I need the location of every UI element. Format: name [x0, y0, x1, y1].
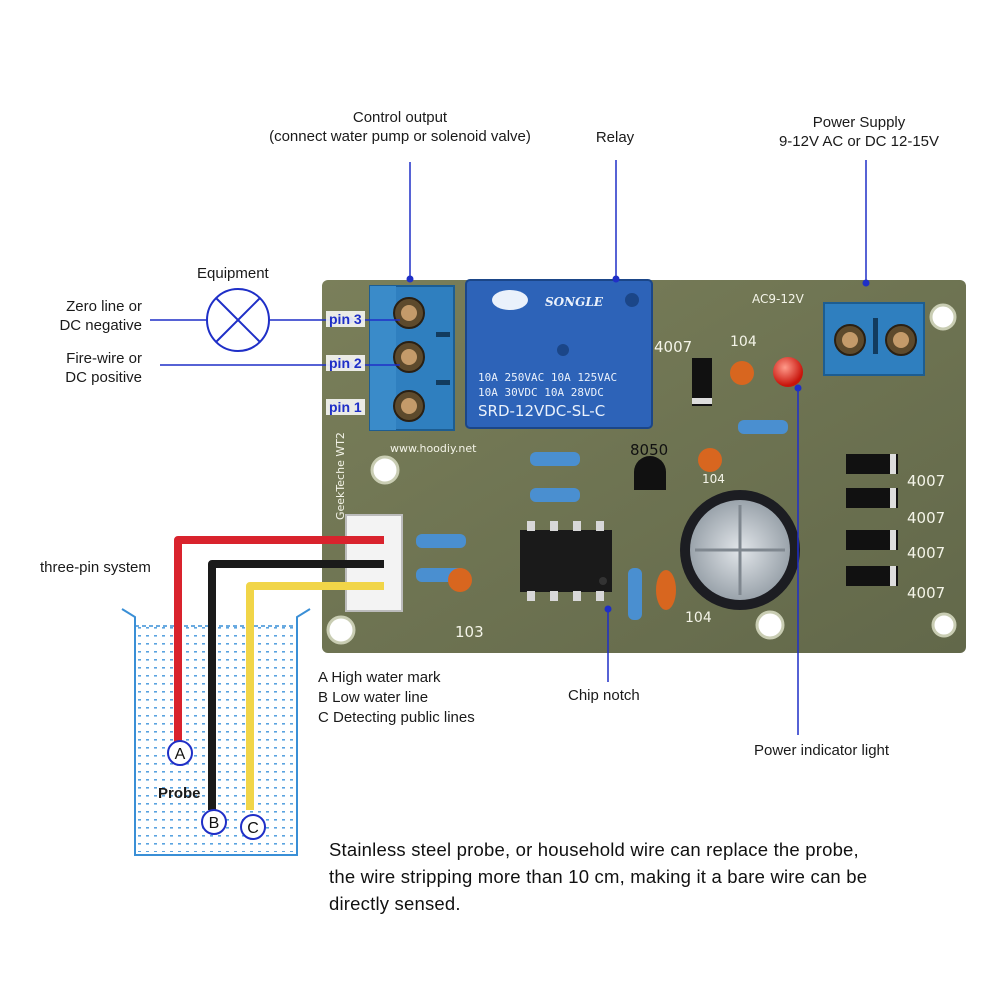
control-output-line2: (connect water pump or solenoid valve) [269, 128, 531, 145]
equipment-label: Equipment [197, 265, 269, 282]
probe-b-marker: B [201, 809, 227, 835]
power-supply-label: Power Supply 9-12V AC or DC 12-15V [750, 113, 968, 151]
diode-label-1: 4007 [907, 472, 945, 490]
cap-104-label-b: 104 [730, 334, 757, 350]
legend-c: C Detecting public lines [318, 709, 475, 726]
zero-line-line2: DC negative [59, 317, 142, 334]
power-terminal-block [823, 302, 925, 376]
power-label: AC9-12V [752, 292, 805, 306]
pin-3-label: pin 3 [326, 311, 365, 327]
cap-104-label-a: 104 [685, 610, 712, 626]
vendor-text: GeekTeche WT2 [334, 432, 347, 520]
ceramic-capacitors [448, 361, 754, 610]
probe-a-marker: A [167, 740, 193, 766]
resistors [416, 420, 788, 620]
output-terminal-block [369, 285, 455, 431]
website-text: www.hoodiy.net [390, 442, 477, 455]
pin-2-label: pin 2 [326, 355, 365, 371]
relay-model: SRD-12VDC-SL-C [478, 402, 605, 420]
probe-b-letter: B [209, 815, 220, 832]
relay-rating-2: 10A 30VDC 10A 28VDC [478, 386, 604, 399]
fire-wire-line1: Fire-wire or [66, 350, 142, 367]
control-output-label: Control output (connect water pump or so… [230, 108, 570, 146]
transistor-label: 8050 [630, 441, 668, 459]
probe-a-letter: A [175, 746, 186, 763]
zero-line-line1: Zero line or [66, 298, 142, 315]
diode-label-top: 4007 [654, 338, 692, 356]
electrolytic-capacitor [680, 490, 800, 610]
ic-chip [520, 521, 612, 601]
relay-rating-1: 10A 250VAC 10A 125VAC [478, 371, 617, 384]
probe-wires [174, 536, 384, 810]
note-line1: Stainless steel probe, or household wire… [329, 839, 859, 860]
probe-label: Probe [158, 785, 201, 802]
diode-label-2: 4007 [907, 509, 945, 527]
relay: SONGLE 10A 250VAC 10A 125VAC 10A 30VDC 1… [465, 279, 653, 429]
probe-c-marker: C [240, 814, 266, 840]
note-line3: directly sensed. [329, 893, 461, 914]
pin-1-label: pin 1 [326, 399, 365, 415]
zero-line-label: Zero line or DC negative [20, 297, 142, 335]
fire-wire-label: Fire-wire or DC positive [20, 349, 142, 387]
cap-104-label-c: 104 [702, 472, 725, 486]
probe-legend: A High water mark B Low water line C Det… [318, 668, 475, 728]
three-pin-label: three-pin system [40, 559, 151, 576]
legend-b: B Low water line [318, 689, 429, 706]
diode-label-4: 4007 [907, 584, 945, 602]
legend-a: A High water mark [318, 669, 441, 686]
diode-label-3: 4007 [907, 544, 945, 562]
probe-note: Stainless steel probe, or household wire… [329, 836, 867, 917]
note-line2: the wire stripping more than 10 cm, maki… [329, 866, 868, 887]
cap-103-label: 103 [455, 623, 484, 641]
diodes [692, 358, 898, 586]
relay-label: Relay [595, 129, 635, 146]
chip-notch-label: Chip notch [568, 687, 640, 704]
fire-wire-line2: DC positive [65, 369, 142, 386]
control-output-line1: Control output [352, 109, 448, 126]
power-indicator-label: Power indicator light [754, 742, 890, 759]
power-supply-line1: Power Supply [812, 114, 906, 131]
equipment-lamp-symbol [206, 288, 270, 352]
probe-c-letter: C [247, 820, 259, 837]
transistor [634, 456, 666, 490]
power-supply-line2: 9-12V AC or DC 12-15V [778, 133, 940, 150]
relay-brand-text: SONGLE [545, 295, 604, 309]
power-led [773, 357, 803, 387]
